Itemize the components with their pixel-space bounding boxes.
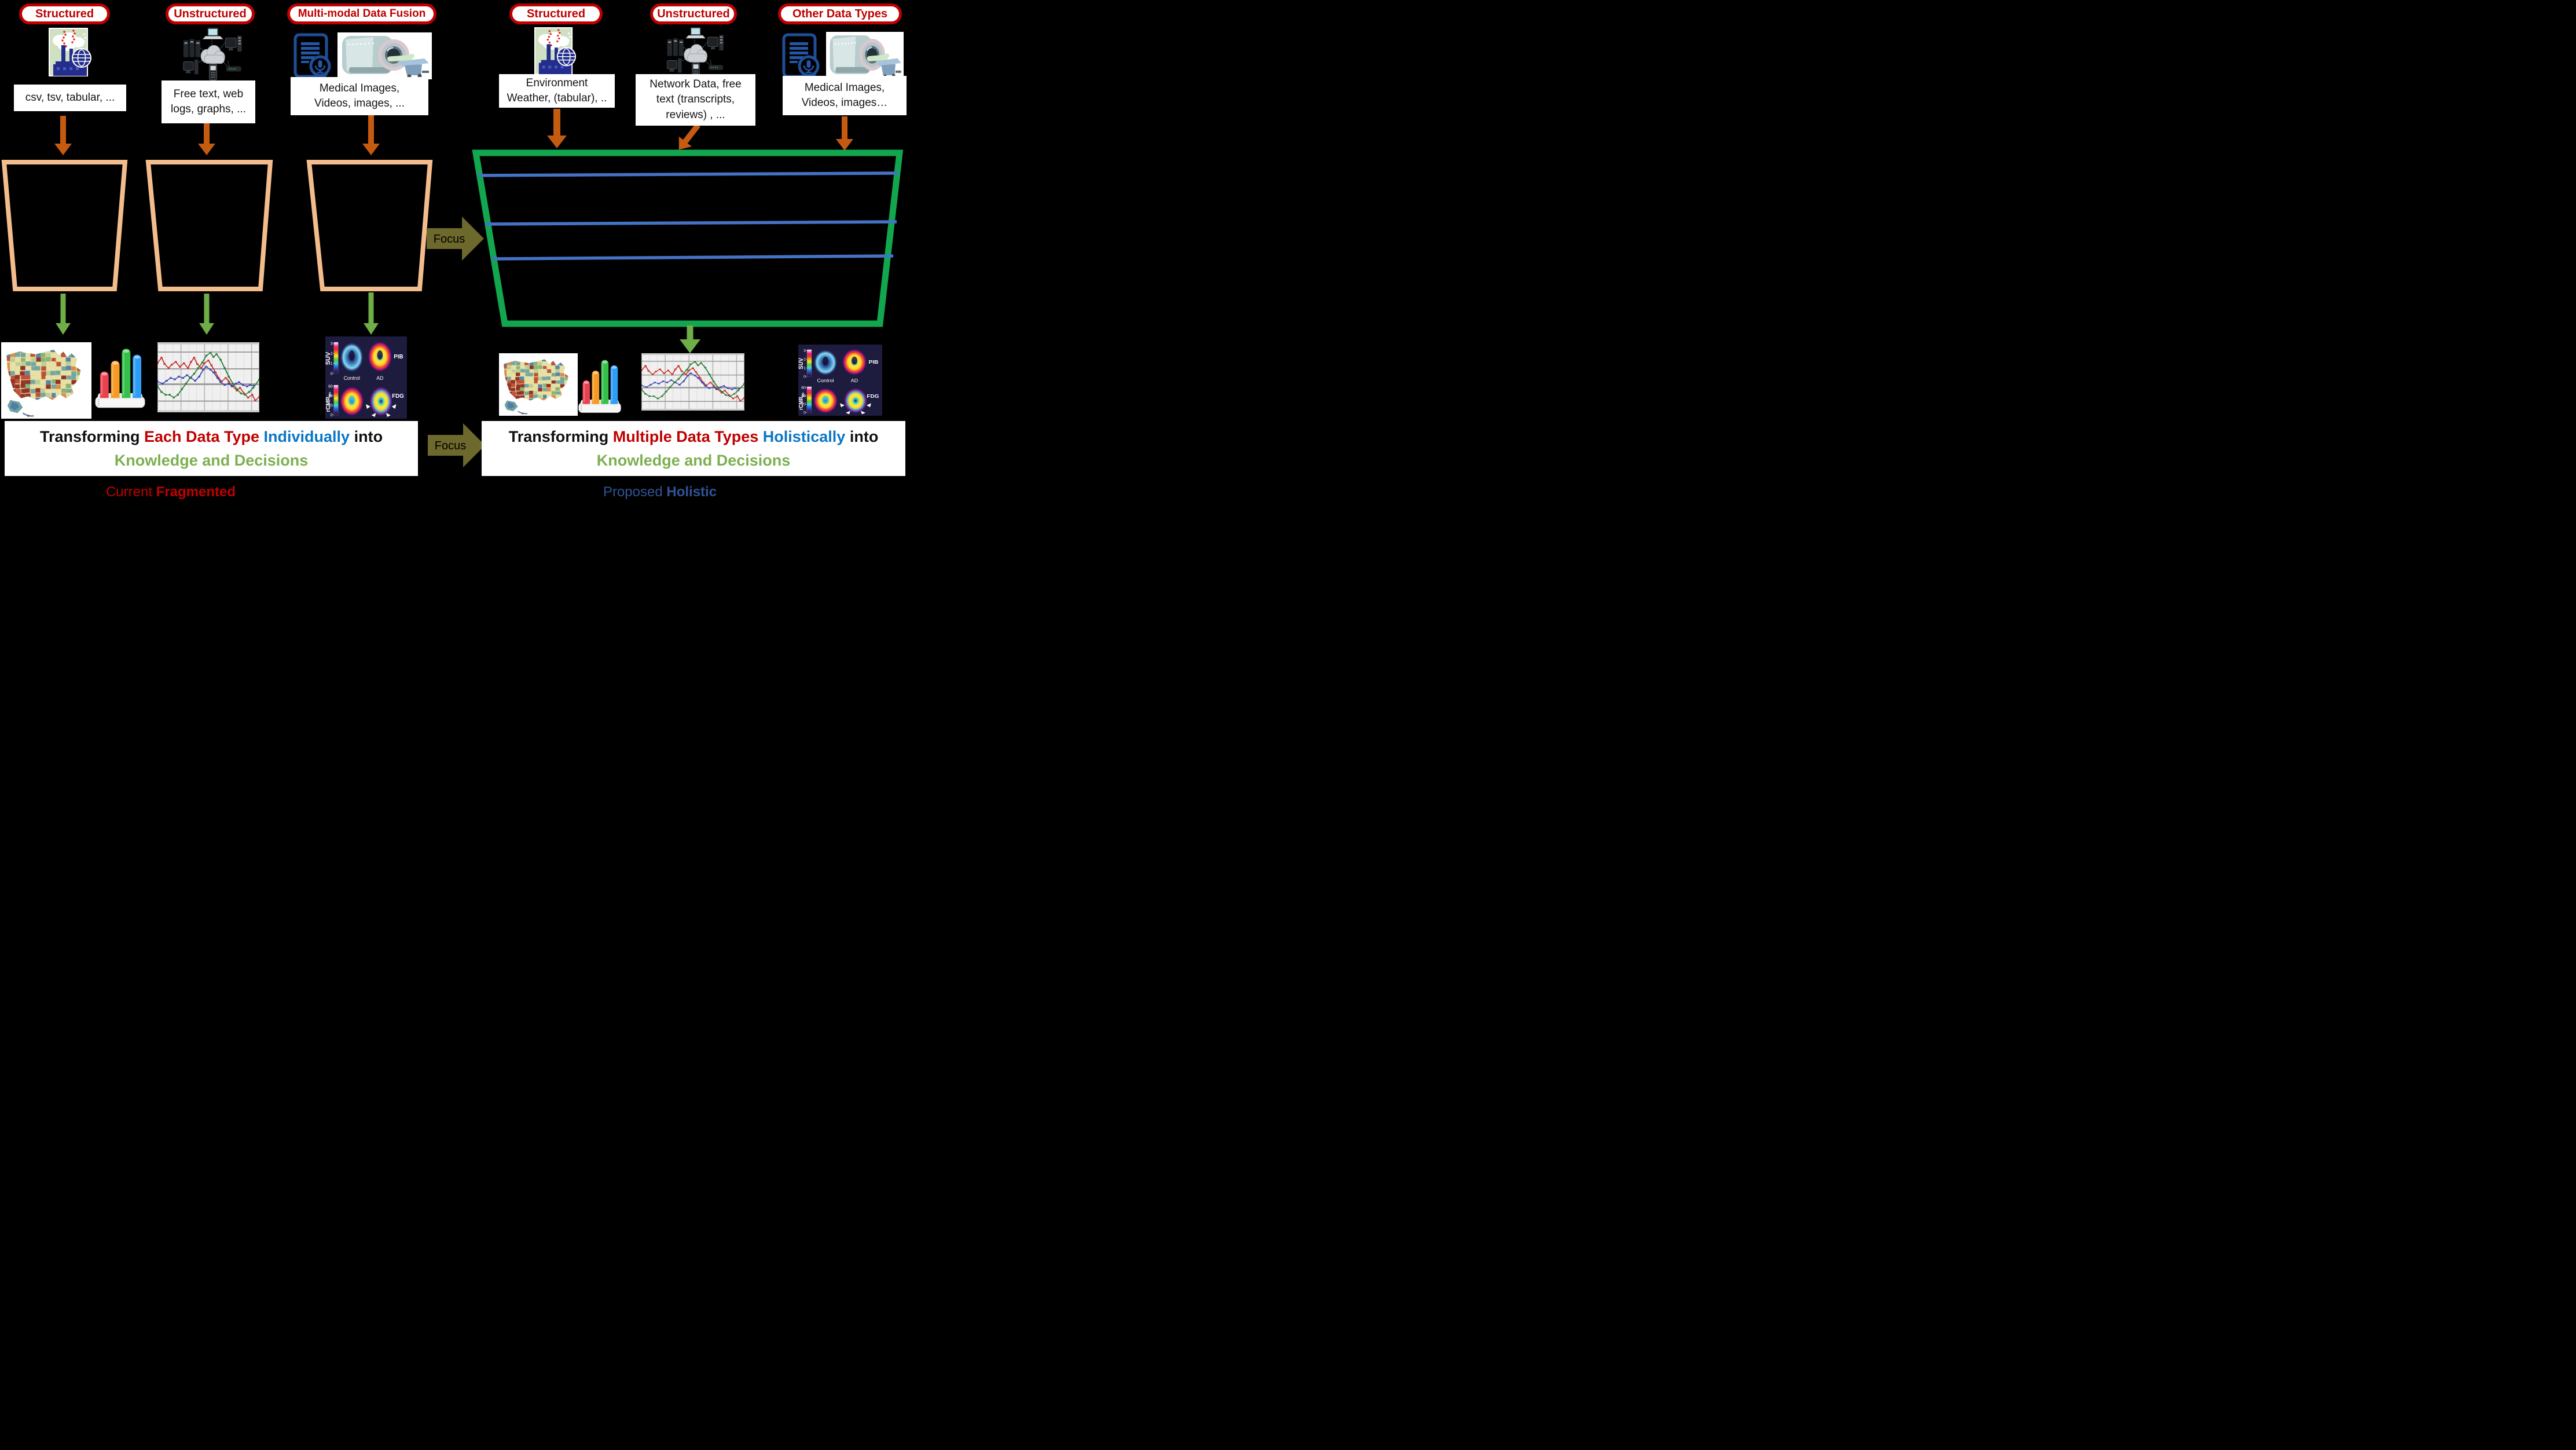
diagram-overlay: Focus Focus [1, 109, 904, 467]
svg-text:60: 60 [328, 385, 333, 389]
focus-arrow-top [427, 217, 484, 261]
data-inflow-arrow [198, 123, 215, 155]
pill-other-data-types: Other Data Types [778, 3, 902, 24]
mri-scanner-image [826, 32, 904, 79]
svg-text:3: 3 [331, 342, 333, 346]
knowledge-outflow-arrow [680, 325, 700, 353]
knowledge-outflow-arrow [199, 294, 214, 335]
focus-label-top: Focus [434, 233, 465, 246]
svg-text:Control: Control [344, 375, 360, 381]
svg-text:FDG: FDG [867, 393, 879, 398]
svg-text:FDG: FDG [392, 393, 404, 400]
pill-unstructured-left: Unstructured [166, 3, 255, 24]
funnel-structured [1, 160, 128, 291]
data-inflow-arrow [362, 115, 380, 155]
bar-chart-3d-icon [578, 357, 622, 416]
svg-text:SUV: SUV [798, 358, 805, 369]
knowledge-outflow-arrow [364, 292, 379, 335]
document-mic-icon [781, 33, 822, 79]
us-choropleth-map [499, 353, 578, 416]
network-cloud-icon [663, 25, 726, 80]
svg-text:60: 60 [801, 386, 806, 390]
funnel-multimodal [306, 160, 433, 291]
data-inflow-arrow [547, 109, 567, 148]
summary-right-line1: Transforming Multiple Data Types Holisti… [508, 427, 879, 445]
svg-text:0: 0 [331, 372, 333, 376]
summary-right-line2: Knowledge and Decisions [596, 451, 791, 469]
svg-text:AD: AD [851, 378, 858, 383]
factory-globe-icon [534, 27, 576, 75]
fusion-layer-line [478, 171, 899, 177]
data-inflow-arrow-slanted [678, 123, 700, 150]
network-cloud-icon [179, 25, 244, 82]
svg-text:3: 3 [803, 349, 806, 353]
svg-text:20: 20 [328, 404, 333, 408]
focus-label-bottom: Focus [435, 440, 466, 452]
footnote-proposed-holistic: Proposed Holistic [603, 484, 717, 500]
summary-right: Transforming Multiple Data Types Holisti… [482, 421, 905, 476]
data-inflow-arrow [54, 116, 72, 155]
svg-text:PIB: PIB [394, 354, 403, 360]
mri-scanner-image [337, 32, 432, 79]
svg-text:40: 40 [801, 394, 806, 398]
pill-structured-left: Structured [19, 3, 110, 24]
caption-unstructured-left: Free text, web logs, graphs, ... [162, 80, 255, 123]
svg-text:0: 0 [803, 411, 806, 415]
summary-left-line1: Transforming Each Data Type Individually… [39, 427, 383, 445]
svg-text:rCMRglc: rCMRglc [798, 393, 805, 411]
svg-text:rCMRglc: rCMRglc [325, 391, 332, 412]
svg-text:0: 0 [331, 413, 333, 418]
svg-text:20: 20 [801, 403, 806, 407]
caption-unstructured-right: Network Data, free text (transcripts, re… [636, 74, 755, 126]
svg-text:40: 40 [328, 394, 333, 398]
svg-text:2: 2 [803, 358, 806, 361]
document-mic-icon [293, 33, 333, 79]
svg-text:1: 1 [331, 362, 333, 366]
svg-text:PIB: PIB [869, 360, 879, 365]
fusion-layer-line [491, 254, 894, 261]
line-chart-thumbnail [641, 353, 744, 411]
caption-other-data-types: Medical Images, Videos, images… [783, 76, 907, 115]
bar-chart-3d-icon [94, 345, 146, 411]
caption-structured-left: csv, tsv, tabular, ... [14, 85, 126, 111]
data-inflow-arrow [836, 116, 853, 151]
footnote-current-fragmented: Current Fragmented [105, 484, 236, 500]
diagram-canvas: Focus Focus Structured Unstructured Mult… [0, 0, 908, 511]
svg-text:0: 0 [803, 375, 806, 379]
caption-structured-right: Environment Weather, (tabular), .. [499, 74, 615, 108]
svg-text:1: 1 [803, 367, 806, 370]
funnel-holistic [472, 149, 904, 327]
factory-globe-icon [49, 28, 91, 76]
caption-multimodal: Medical Images, Videos, images, ... [291, 77, 428, 115]
pill-multimodal: Multi-modal Data Fusion [287, 3, 436, 24]
svg-text:2: 2 [331, 352, 333, 356]
pill-unstructured-right: Unstructured [650, 3, 737, 24]
svg-text:Control: Control [817, 378, 834, 383]
us-choropleth-map [1, 342, 91, 419]
summary-left-line2: Knowledge and Decisions [114, 451, 309, 469]
funnel-unstructured [145, 160, 273, 291]
summary-left: Transforming Each Data Type Individually… [5, 421, 418, 476]
svg-text:AD: AD [376, 375, 383, 381]
svg-text:SUV: SUV [325, 351, 332, 365]
pill-structured-right: Structured [509, 3, 603, 24]
knowledge-outflow-arrow [56, 294, 71, 335]
line-chart-thumbnail [157, 342, 259, 412]
fusion-layer-line [485, 220, 897, 226]
focus-arrow-bottom [428, 423, 485, 467]
